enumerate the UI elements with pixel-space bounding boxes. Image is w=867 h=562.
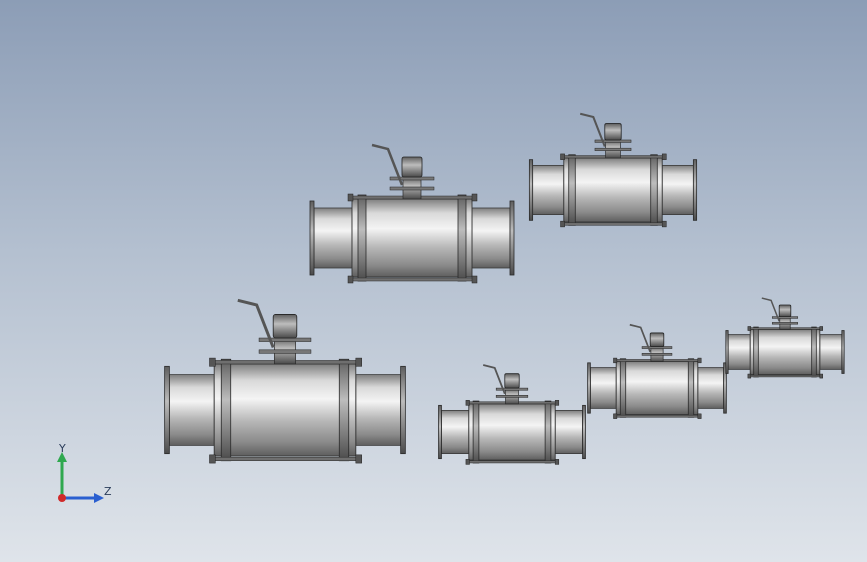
coordinate-triad: Y Z: [44, 440, 134, 510]
ball-valve-icon[interactable]: [17, 297, 406, 464]
ball-valve-icon[interactable]: [486, 323, 727, 419]
z-axis-label: Z: [104, 485, 112, 498]
y-axis-arrowhead: [57, 452, 67, 462]
coordinate-triad-icon: [57, 452, 104, 503]
ball-valve-icon[interactable]: [408, 111, 698, 228]
ball-valve-icon[interactable]: [306, 363, 586, 465]
y-axis-label: Y: [59, 442, 66, 455]
x-axis-origin: [58, 494, 66, 502]
ball-valve-icon[interactable]: [618, 296, 845, 379]
z-axis-arrowhead: [94, 493, 104, 503]
ball-valve-icon[interactable]: [145, 142, 515, 284]
